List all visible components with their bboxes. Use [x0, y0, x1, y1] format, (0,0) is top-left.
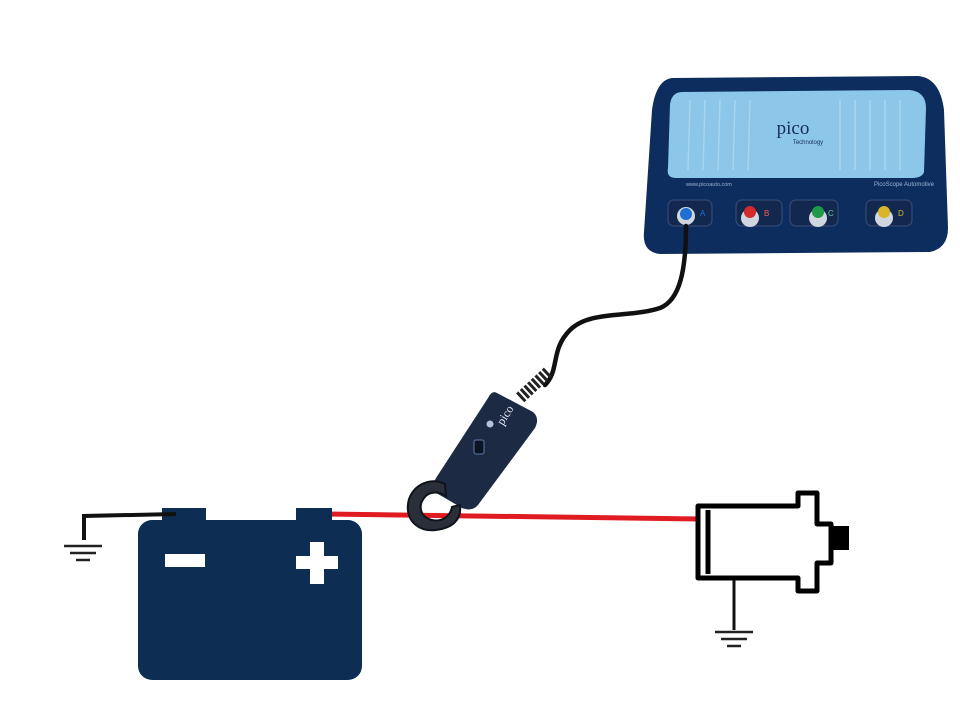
scope-model-label: PicoScope Automotive: [874, 182, 935, 188]
channel-d-port[interactable]: D: [865, 199, 913, 227]
strain-relief: [515, 367, 553, 403]
channel-a-port[interactable]: A: [667, 199, 713, 227]
ground-symbol-icon: [64, 544, 102, 562]
positive-cable: [325, 511, 701, 522]
minus-sign-icon: [165, 554, 205, 567]
plus-sign-icon: [296, 542, 338, 584]
probe-lead: [542, 223, 689, 388]
battery-ground: [64, 512, 177, 562]
scope-brand-logo: pico: [777, 118, 810, 139]
ground-wire: [82, 512, 177, 540]
battery: [138, 508, 362, 680]
channel-a-label: A: [700, 209, 706, 218]
oscilloscope-top-panel: [667, 90, 926, 178]
clamp-zero-button[interactable]: [486, 420, 494, 428]
channel-b-port[interactable]: B: [735, 199, 783, 227]
ground-symbol-icon: [715, 630, 753, 648]
clamp-jaw: [406, 480, 462, 532]
battery-body: [138, 520, 362, 680]
clamp-switch[interactable]: [473, 439, 485, 455]
scope-brand-sub: Technology: [793, 140, 823, 146]
channel-c-port[interactable]: C: [789, 199, 839, 227]
starter-motor: [695, 490, 849, 648]
motor-icon: [695, 490, 834, 594]
battery-positive-terminal: [296, 508, 332, 522]
scope-website: www.picoauto.com: [685, 182, 732, 188]
channel-b-label: B: [764, 209, 769, 218]
clamp-body: [433, 392, 538, 510]
current-clamp: pico: [406, 392, 538, 532]
channel-c-label: C: [828, 209, 834, 218]
oscilloscope: pico Technology www.picoauto.com PicoSco…: [628, 0, 960, 262]
battery-negative-terminal: [162, 508, 206, 522]
panel-ribs: [687, 99, 901, 171]
channel-d-label: D: [898, 209, 904, 218]
